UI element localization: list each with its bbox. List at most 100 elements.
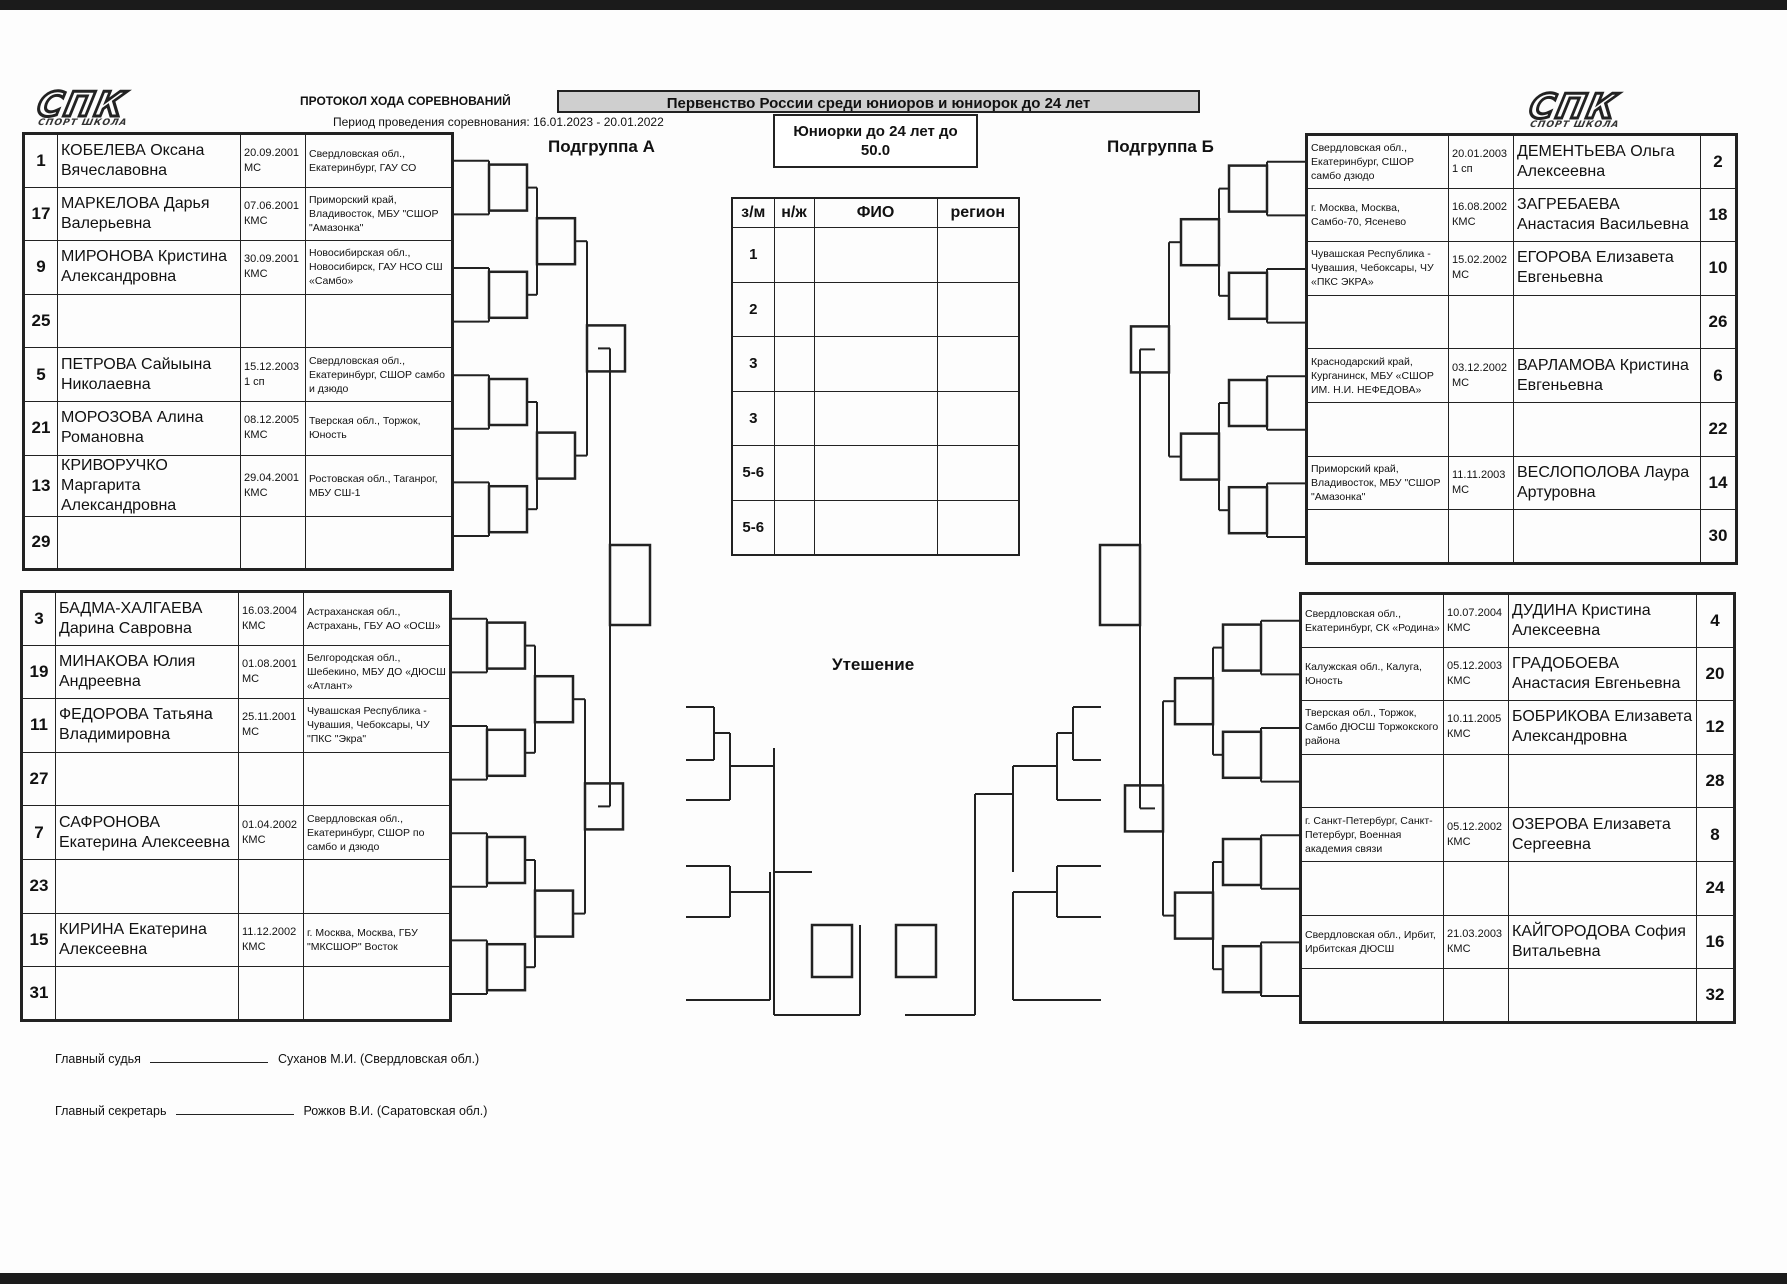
participant-name <box>57 515 241 571</box>
period-text: Период проведения соревнования: 16.01.20… <box>333 115 664 129</box>
bracket-box <box>810 923 854 979</box>
participant-number: 14 <box>1700 455 1737 511</box>
results-region-cell[interactable] <box>936 445 1020 501</box>
bracket-box <box>535 216 577 266</box>
results-fio-cell[interactable] <box>813 390 938 446</box>
participant-birth-rank: 05.12.2003 КМС <box>1443 646 1509 702</box>
participant-birth-rank: 15.12.2003 1 сп <box>240 347 306 402</box>
bracket-box <box>894 923 938 979</box>
results-fio-cell[interactable] <box>813 227 938 283</box>
bracket-box <box>1227 164 1269 213</box>
results-region-cell[interactable] <box>936 336 1020 392</box>
participant-row: 31 <box>21 966 451 1021</box>
participant-name: БОБРИКОВА Елизавета Александровна <box>1508 700 1697 755</box>
participant-birth-rank: 11.12.2002 КМС <box>238 912 304 968</box>
bracket-box <box>583 782 625 831</box>
participant-number: 23 <box>21 858 56 914</box>
participant-number: 31 <box>21 966 56 1021</box>
participant-birth-rank: 29.04.2001 КМС <box>240 454 306 517</box>
participant-birth-rank <box>238 751 304 807</box>
participant-club: Новосибирская обл., Новосибирск, ГАУ НСО… <box>305 240 453 295</box>
bracket-box <box>485 942 527 992</box>
participant-birth-rank: 01.04.2002 КМС <box>238 805 304 860</box>
results-nzh-cell[interactable] <box>773 336 815 392</box>
participant-number: 32 <box>1696 968 1735 1023</box>
bracket-box <box>1221 944 1263 994</box>
participant-number: 26 <box>1700 294 1737 350</box>
participant-club: Тверская обл., Торжок, Юность <box>305 400 453 456</box>
participant-name <box>1508 753 1697 809</box>
category-line2: 50.0 <box>860 142 891 159</box>
results-place: 2 <box>731 281 775 337</box>
results-fio-cell[interactable] <box>813 499 938 556</box>
participant-birth-rank: 03.12.2002 МС <box>1448 348 1514 403</box>
bracket-box <box>1179 217 1221 267</box>
participant-name: ФЕДОРОВА Татьяна Владимировна <box>55 698 239 753</box>
results-nzh-cell[interactable] <box>773 227 815 283</box>
participant-club: Свердловская обл., Екатеринбург, ГАУ СО <box>305 133 453 188</box>
protocol-title: ПРОТОКОЛ ХОДА СОРЕВНОВАНИЙ <box>300 94 511 108</box>
participant-row: Краснодарский край, Курганинск, МБУ «СШО… <box>1306 348 1737 403</box>
bracket-lines <box>449 159 1305 1016</box>
bracket-box <box>1221 730 1263 780</box>
participant-club: Свердловская обл., Ирбит, Ирбитская ДЮСШ <box>1300 914 1444 970</box>
participant-club: Свердловская обл., Екатеринбург, СК «Род… <box>1300 593 1444 648</box>
participant-name <box>55 751 239 807</box>
participant-number: 24 <box>1696 860 1735 916</box>
bracket-box <box>1227 271 1269 321</box>
participant-number: 30 <box>1700 509 1737 564</box>
participant-number: 21 <box>23 400 58 456</box>
participant-row: 24 <box>1300 860 1735 916</box>
participant-birth-rank <box>238 858 304 914</box>
participant-name: КОБЕЛЕВА Оксана Вячеславовна <box>57 133 241 188</box>
participant-row: 22 <box>1306 401 1737 457</box>
results-row: 3 <box>731 336 1020 392</box>
results-header-nzh: н/ж <box>773 197 815 228</box>
results-row: 5-6 <box>731 445 1020 501</box>
protocol-sheet: СПК СПОРТ ШКОЛА СПК СПОРТ ШКОЛА ПРОТОКОЛ… <box>0 10 1787 1273</box>
results-region-cell[interactable] <box>936 499 1020 556</box>
results-nzh-cell[interactable] <box>773 499 815 556</box>
judge-signature-line[interactable] <box>150 1062 269 1063</box>
bracket-box <box>1129 325 1171 374</box>
participant-name: КАЙГОРОДОВА София Витальевна <box>1508 914 1697 970</box>
results-place: 5-6 <box>731 499 775 556</box>
participant-club <box>1300 968 1444 1023</box>
secretary-label: Главный секретарь <box>55 1104 167 1118</box>
participant-row: г. Санкт-Петербург, Санкт-Петербург, Вое… <box>1300 807 1735 862</box>
participant-name <box>1508 968 1697 1023</box>
competition-title: Первенство России среди юниоров и юниоро… <box>557 90 1200 113</box>
bracket-box <box>608 543 652 627</box>
participant-row: Свердловская обл., Екатеринбург, СШОР са… <box>1306 134 1737 189</box>
participant-birth-rank: 15.02.2002 МС <box>1448 241 1514 296</box>
table-b-top: Свердловская обл., Екатеринбург, СШОР са… <box>1305 133 1738 565</box>
results-region-cell[interactable] <box>936 390 1020 446</box>
participant-birth-rank <box>1448 509 1514 564</box>
bracket-box <box>1123 784 1165 833</box>
results-row: 1 <box>731 227 1020 283</box>
bracket-box <box>485 621 527 670</box>
judge-name: Суханов М.И. (Свердловская обл.) <box>277 1052 480 1066</box>
participant-number: 5 <box>23 347 58 402</box>
participant-club: Тверская обл., Торжок, Самбо ДЮСШ Торжок… <box>1300 700 1444 755</box>
bracket-box <box>485 728 527 778</box>
results-region-cell[interactable] <box>936 227 1020 283</box>
results-row: 5-6 <box>731 499 1020 556</box>
results-fio-cell[interactable] <box>813 445 938 501</box>
secretary-signature-line[interactable] <box>175 1114 294 1115</box>
participant-birth-rank <box>1443 753 1509 809</box>
participant-number: 18 <box>1700 187 1737 243</box>
results-place: 3 <box>731 336 775 392</box>
participant-row: 32 <box>1300 968 1735 1023</box>
participant-club: Чувашская Республика - Чувашия, Чебоксар… <box>1306 241 1449 296</box>
participant-name: ГРАДОБОЕВА Анастасия Евгеньевна <box>1508 646 1697 702</box>
